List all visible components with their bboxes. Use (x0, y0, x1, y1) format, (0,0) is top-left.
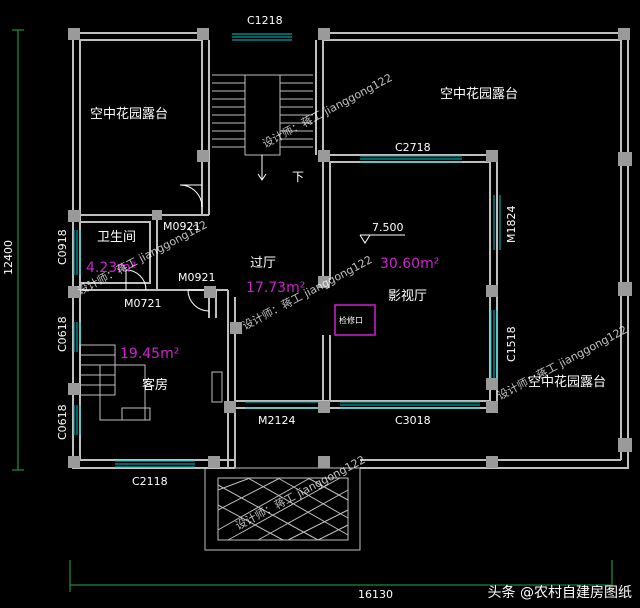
bathroom-label: 卫生间 (97, 230, 136, 245)
inspection-label: 检修口 (339, 315, 363, 325)
terrace-bottom-right-label: 空中花园露台 (528, 374, 606, 390)
guest-furniture (79, 344, 223, 421)
terrace-top-left-label: 空中花园露台 (90, 106, 168, 122)
elevation-label: 7.500 (372, 221, 404, 234)
terrace-top-right-label: 空中花园露台 (440, 86, 518, 102)
hall-label: 过厅 (250, 256, 276, 271)
window-c0618-lower-label: C0618 (56, 404, 69, 440)
window-c1218-label: C1218 (247, 14, 283, 27)
window-c3018-label: C3018 (395, 414, 431, 427)
door-m0921-hall-label: M0921 (178, 271, 216, 284)
door-m0721-label: M0721 (124, 297, 162, 310)
window-c2118-label: C2118 (132, 475, 168, 488)
doors (125, 184, 501, 312)
inspection-hatch (334, 304, 376, 336)
elevation-marker (359, 234, 405, 244)
bathroom-area: 4.23m² (86, 260, 136, 276)
balcony (204, 467, 361, 551)
guest-room-area: 19.45m² (120, 346, 179, 362)
interior-walls (73, 33, 498, 468)
door-m0921-top-label: M0921 (163, 220, 201, 233)
watermark-5: 设计师：蒋工 jianggong122 (233, 453, 367, 533)
window-c1518-label: C1518 (505, 326, 518, 362)
staircase (212, 74, 313, 181)
windows (73, 33, 498, 468)
dimension-lines (12, 29, 613, 592)
guest-room-label: 客房 (142, 377, 168, 393)
dimension-height-label: 12400 (2, 240, 15, 275)
window-c0618-upper-label: C0618 (56, 316, 69, 352)
source-watermark: 头条 @农村自建房图纸 (487, 585, 632, 601)
columns (68, 28, 632, 468)
hall-area: 17.73m² (246, 280, 305, 296)
media-room-label: 影视厅 (388, 289, 427, 304)
window-c0918-label: C0918 (56, 229, 69, 265)
door-m1824-label: M1824 (505, 206, 518, 244)
window-m2124-label: M2124 (258, 414, 296, 427)
dimension-width-label: 16130 (358, 588, 393, 601)
media-room-area: 30.60m² (380, 256, 439, 272)
window-c2718-label: C2718 (395, 141, 431, 154)
watermark-2: 设计师：蒋工 jianggong122 (75, 218, 209, 298)
stairs-down-label: 下 (292, 170, 304, 184)
